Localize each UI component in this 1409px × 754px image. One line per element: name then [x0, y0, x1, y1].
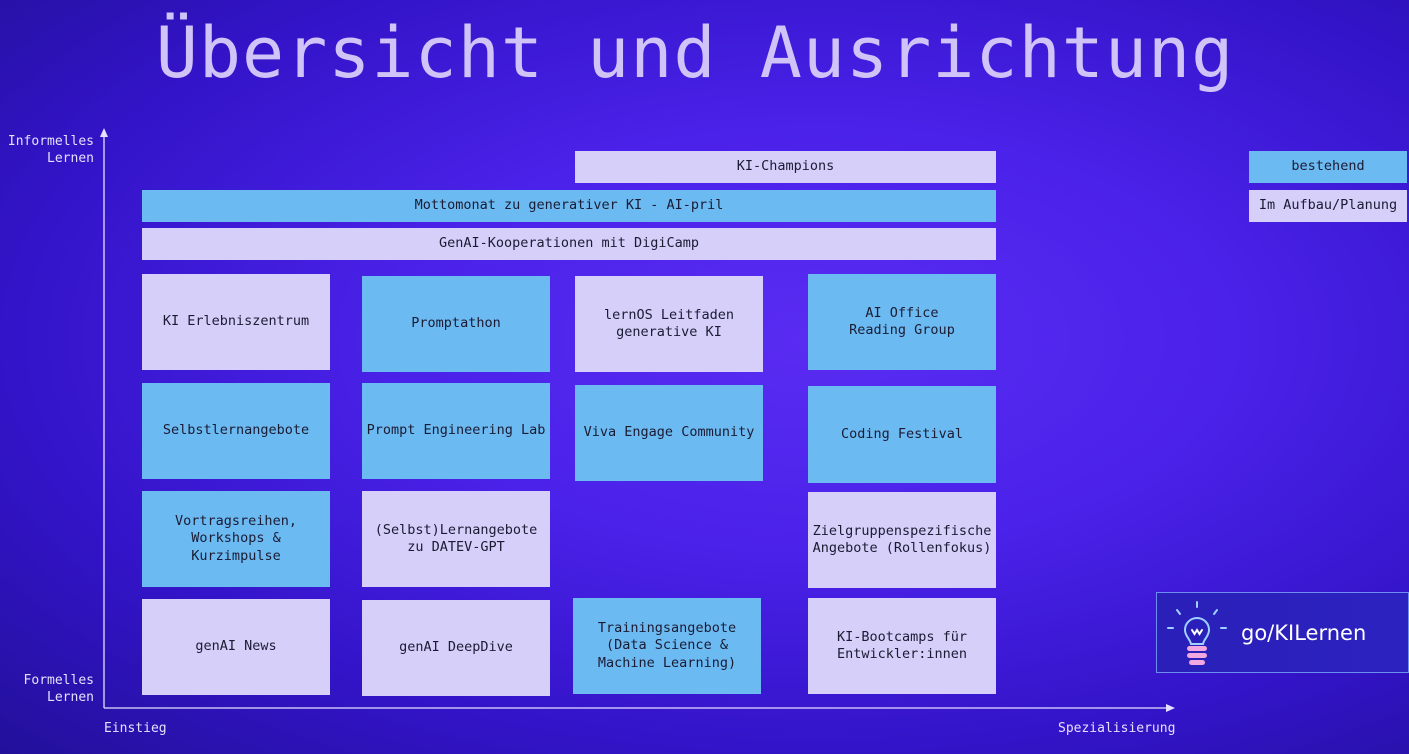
lightbulb-icon: [1165, 600, 1229, 666]
cell-genai-news: genAI News: [142, 599, 330, 695]
cell-zielgruppenspezifische-angebote: Zielgruppenspezifische Angebote (Rollenf…: [808, 492, 996, 588]
cell-ai-office-reading-group: AI Office Reading Group: [808, 274, 996, 370]
cell-coding-festival: Coding Festival: [808, 386, 996, 483]
cell-ki-bootcamps: KI-Bootcamps für Entwickler:innen: [808, 598, 996, 694]
y-axis-bottom-label: Formelles Lernen: [23, 673, 94, 705]
bar-mottomonat: Mottomonat zu generativer KI - AI-pril: [142, 190, 996, 222]
bar-kooperationen: GenAI-Kooperationen mit DigiCamp: [142, 228, 996, 260]
cell-selbstlernangebote: Selbstlernangebote: [142, 383, 330, 479]
cell-vortragsreihen: Vortragsreihen, Workshops & Kurzimpulse: [142, 491, 330, 587]
cell-genai-deepdive: genAI DeepDive: [362, 600, 550, 696]
bar-ki-champions: KI-Champions: [575, 151, 996, 183]
cell-promptathon: Promptathon: [362, 276, 550, 372]
cell-viva-engage-community: Viva Engage Community: [575, 385, 763, 481]
go-kilernen-link[interactable]: go/KILernen: [1156, 592, 1409, 673]
cell-lernos-leitfaden: lernOS Leitfaden generative KI: [575, 276, 763, 372]
cell-trainingsangebote: Trainingsangebote (Data Science & Machin…: [573, 598, 761, 694]
cell-ki-erlebniszentrum: KI Erlebniszentrum: [142, 274, 330, 370]
x-axis-right-label: Spezialisierung: [1058, 721, 1176, 736]
legend-existing: bestehend: [1249, 151, 1407, 183]
cell-datev-gpt: (Selbst)Lernangebote zu DATEV-GPT: [362, 491, 550, 587]
page-title: Übersicht und Ausrichtung: [155, 12, 1235, 94]
logo-text: go/KILernen: [1241, 620, 1367, 645]
legend-planned: Im Aufbau/Planung: [1249, 190, 1407, 222]
y-axis-top-label: Informelles Lernen: [7, 134, 94, 166]
x-axis-left-label: Einstieg: [104, 721, 167, 736]
cell-prompt-engineering-lab: Prompt Engineering Lab: [362, 383, 550, 479]
